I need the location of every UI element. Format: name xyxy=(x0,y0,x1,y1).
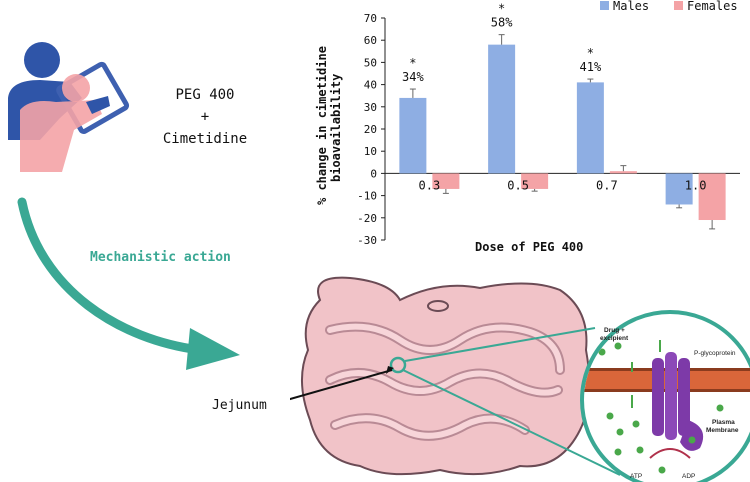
bar-males xyxy=(665,173,693,205)
legend-swatch-males xyxy=(600,1,609,10)
treatment-line-1: PEG 400 xyxy=(175,87,235,103)
y-tick-label: 70 xyxy=(364,12,377,25)
y-tick-label: 10 xyxy=(364,145,377,158)
mechanism-label: Mechanistic action xyxy=(90,250,231,265)
data-label: 41% xyxy=(580,60,602,74)
mechanism-arrow xyxy=(17,197,240,370)
y-tick-label: 20 xyxy=(364,123,377,136)
jejunum-label: Jejunum xyxy=(212,398,267,413)
bar-females xyxy=(432,173,460,189)
intestine-illustration xyxy=(290,276,620,476)
significance-mark: * xyxy=(587,46,594,60)
researcher-icon xyxy=(8,42,130,172)
category-label: 0.7 xyxy=(596,178,618,192)
bioavailability-chart: -30 -20 -10 0 10 20 30 40 50 60 70 0.3 0.5 0.7 1.0 34%… xyxy=(315,0,740,254)
bar-females xyxy=(521,173,549,189)
atp-label: ATP xyxy=(630,473,642,480)
bar-males xyxy=(488,44,516,174)
legend-label-females: Females xyxy=(687,0,738,13)
bar-males xyxy=(399,97,427,174)
y-tick-label: -10 xyxy=(357,190,377,203)
category-label: 0.5 xyxy=(507,178,529,192)
y-tick-label: -20 xyxy=(357,212,377,225)
membrane-inset: Drug + excipient P-glycoprotein Plasma M… xyxy=(580,310,750,482)
treatment-line-3: Cimetidine xyxy=(162,131,248,147)
bar-females xyxy=(609,171,637,174)
y-tick-label: 40 xyxy=(364,79,377,92)
y-tick-label: -30 xyxy=(357,234,377,247)
y-tick-label: 50 xyxy=(364,56,377,69)
treatment-label: PEG 400 + Cimetidine xyxy=(150,84,260,150)
y-tick-label: 60 xyxy=(364,34,377,47)
legend: Males Females xyxy=(600,0,738,13)
significance-mark: * xyxy=(498,2,505,16)
category-label: 1.0 xyxy=(685,178,707,192)
y-axis-label-line-1: % change in cimetidine xyxy=(315,46,329,205)
drug-label-line-2: excipient xyxy=(600,335,629,342)
legend-label-males: Males xyxy=(613,0,649,13)
y-tick-label: 30 xyxy=(364,101,377,114)
treatment-line-2: + xyxy=(200,109,210,125)
legend-swatch-females xyxy=(674,1,683,10)
pgp-label: P-glycoprotein xyxy=(694,350,736,357)
adp-label: ADP xyxy=(682,473,695,480)
y-axis-label-line-2: bioavailability xyxy=(329,74,343,182)
significance-mark: * xyxy=(409,56,416,70)
bar-males xyxy=(576,82,604,174)
membrane-label-line-1: Plasma xyxy=(712,419,735,426)
x-axis-label: Dose of PEG 400 xyxy=(475,240,583,254)
drug-label-line-1: Drug + xyxy=(604,327,625,334)
data-label: 58% xyxy=(491,16,513,30)
data-label: 34% xyxy=(402,70,424,84)
membrane-label-line-2: Membrane xyxy=(706,427,739,434)
category-label: 0.3 xyxy=(419,178,441,192)
y-tick-label: 0 xyxy=(370,167,377,180)
bars xyxy=(399,34,726,230)
bar-females xyxy=(698,173,726,221)
